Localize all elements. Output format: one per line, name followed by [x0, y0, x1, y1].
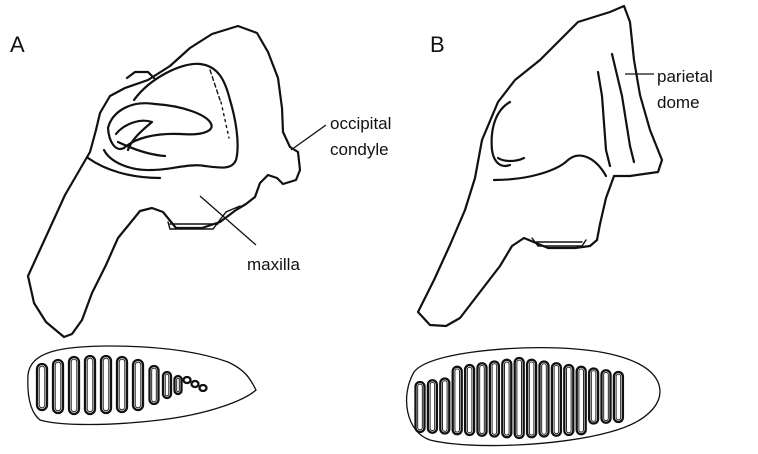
skull-outline-b	[418, 6, 662, 326]
label-occipital: occipital	[330, 114, 391, 133]
panel-letter-a: A	[10, 32, 25, 57]
skull-outline-a	[28, 26, 300, 337]
label-condyle: condyle	[330, 140, 389, 159]
molar-crown-b	[407, 348, 660, 446]
panel-a: A occipital condyle maxilla	[10, 26, 391, 425]
label-maxilla: maxilla	[247, 255, 300, 274]
label-dome: dome	[657, 93, 700, 112]
molar-crown-a	[28, 346, 256, 425]
panel-letter-b: B	[430, 32, 445, 57]
leader-occipital-condyle	[291, 125, 326, 150]
label-parietal: parietal	[657, 67, 713, 86]
panel-b: B parietal dome	[407, 6, 713, 446]
